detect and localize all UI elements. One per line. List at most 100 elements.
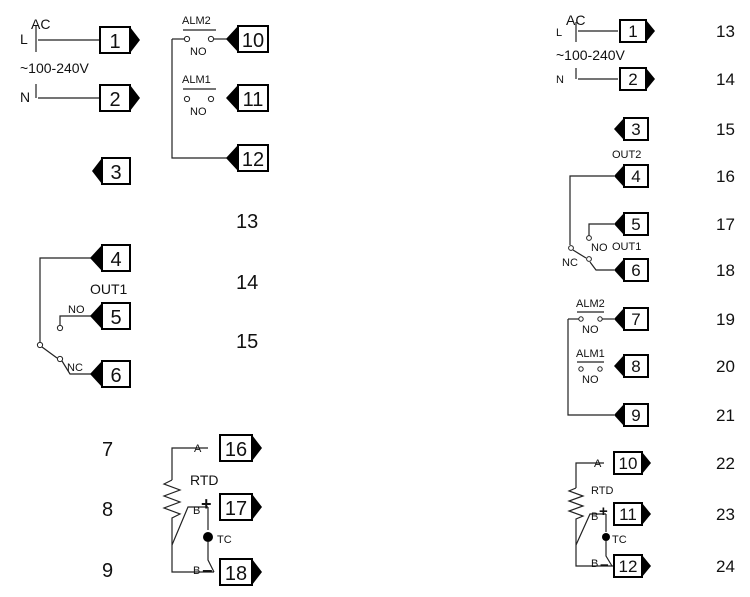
left-label-a: A [194,443,202,455]
left-terminal-18: 18 [219,558,262,586]
left-terminal-16: 16 [219,434,262,462]
right-terminal-11: 11 [613,502,651,526]
right-outside-17: 17 [716,215,735,234]
right-label-b-plus: B [591,511,598,523]
left-terminal-2: 2 [99,84,140,112]
left-terminal-16-label: 16 [225,439,247,461]
left-terminal-12: 12 [226,144,269,172]
right-terminal-9-label: 9 [631,406,640,425]
left-label-alm2: ALM2 [182,15,211,27]
right-terminal-1: 1 [619,19,655,43]
right-terminal-6-label: 6 [631,261,640,280]
right-label-no-alm2: NO [582,324,599,336]
right-outside-20: 20 [716,357,735,376]
right-terminal-7: 7 [614,307,649,331]
right-outside-14: 14 [716,70,735,89]
right-outside-23: 23 [716,505,735,524]
left-terminal-12-label: 12 [242,149,264,171]
right-outside-18: 18 [716,261,735,280]
left-terminal-17: 17 [219,493,262,521]
right-diagram: AC L ~100-240V N 1 2 3 OUT2 NO OUT [556,12,735,578]
right-outside-22: 22 [716,454,735,473]
left-label-out1: OUT1 [90,281,128,297]
right-outside-13: 13 [716,22,735,41]
right-outside-19: 19 [716,310,735,329]
right-label-rtd: RTD [591,485,613,497]
left-terminal-3-label: 3 [110,162,121,184]
right-label-voltage: ~100-240V [556,47,626,63]
left-terminal-10: 10 [226,25,269,53]
right-terminal-5-label: 5 [631,215,640,234]
right-terminal-4-label: 4 [631,167,640,186]
left-outside-13: 13 [236,211,258,233]
left-label-no-alm1: NO [190,106,207,118]
left-label-n: N [20,89,30,105]
left-label-l: L [20,31,28,47]
left-label-b-plus: B [193,505,200,517]
left-label-tc: TC [217,534,232,546]
right-label-alm1: ALM1 [576,348,605,360]
right-label-tc: TC [612,534,627,546]
right-terminal-2-label: 2 [628,70,637,89]
left-terminal-3: 3 [92,157,131,185]
right-terminal-7-label: 7 [631,310,640,329]
right-outside-16: 16 [716,167,735,186]
right-label-no-out1: NO [591,242,608,254]
left-terminal-1-label: 1 [109,31,120,53]
right-terminal-10: 10 [613,451,651,475]
right-label-b-minus: B [591,558,598,570]
left-terminal-10-label: 10 [242,30,264,52]
right-label-l: L [556,27,562,39]
left-label-no-out1: NO [68,304,85,316]
right-terminal-3: 3 [614,117,649,141]
right-label-ac: AC [566,12,585,28]
left-label-nc-out1: NC [67,362,83,374]
right-label-alm2: ALM2 [576,298,605,310]
right-terminal-12-label: 12 [619,557,638,576]
left-outside-7: 7 [102,439,113,461]
right-label-nc-out1: NC [562,257,578,269]
left-label-voltage: ~100-240V [20,60,90,76]
right-terminal-11-label: 11 [619,505,637,524]
left-terminal-4: 4 [90,244,131,272]
left-outside-8: 8 [102,499,113,521]
right-outside-24: 24 [716,557,735,576]
right-terminal-12: 12 [613,554,651,578]
right-terminal-2: 2 [619,67,655,91]
right-outside-21: 21 [716,406,735,425]
left-terminal-11: 11 [226,84,269,112]
left-terminal-5: 5 [90,302,131,330]
left-terminal-4-label: 4 [110,249,121,271]
left-plus-sign: + [201,494,212,514]
right-terminal-5: 5 [614,212,649,236]
left-label-rtd: RTD [190,472,219,488]
right-plus-sign: + [599,503,608,520]
right-terminal-6: 6 [614,258,649,282]
right-terminal-8: 8 [614,354,649,378]
left-terminal-11-label: 11 [243,89,264,111]
left-outside-14: 14 [236,272,258,294]
right-label-out1: OUT1 [612,241,641,253]
right-outside-15: 15 [716,120,735,139]
right-minus-sign: − [600,557,609,574]
left-diagram: AC L ~100-240V N 1 2 3 ALM2 NO ALM1 [20,15,269,586]
right-label-no-alm1: NO [582,374,599,386]
left-terminal-18-label: 18 [225,563,247,585]
left-label-ac: AC [31,16,50,32]
right-terminal-9: 9 [614,403,649,427]
left-label-no-alm2: NO [190,46,207,58]
right-terminal-4: 4 [614,164,649,188]
right-terminal-10-label: 10 [619,454,638,473]
right-label-out2: OUT2 [612,149,641,161]
left-terminal-1: 1 [99,26,140,54]
right-terminal-3-label: 3 [631,120,640,139]
left-minus-sign: − [202,561,213,581]
left-terminal-6-label: 6 [110,365,121,387]
right-terminal-1-label: 1 [628,22,637,41]
left-terminal-17-label: 17 [225,498,247,520]
left-terminal-5-label: 5 [110,307,121,329]
left-label-alm1: ALM1 [182,74,211,86]
left-terminal-2-label: 2 [109,89,120,111]
right-label-a: A [594,458,602,470]
